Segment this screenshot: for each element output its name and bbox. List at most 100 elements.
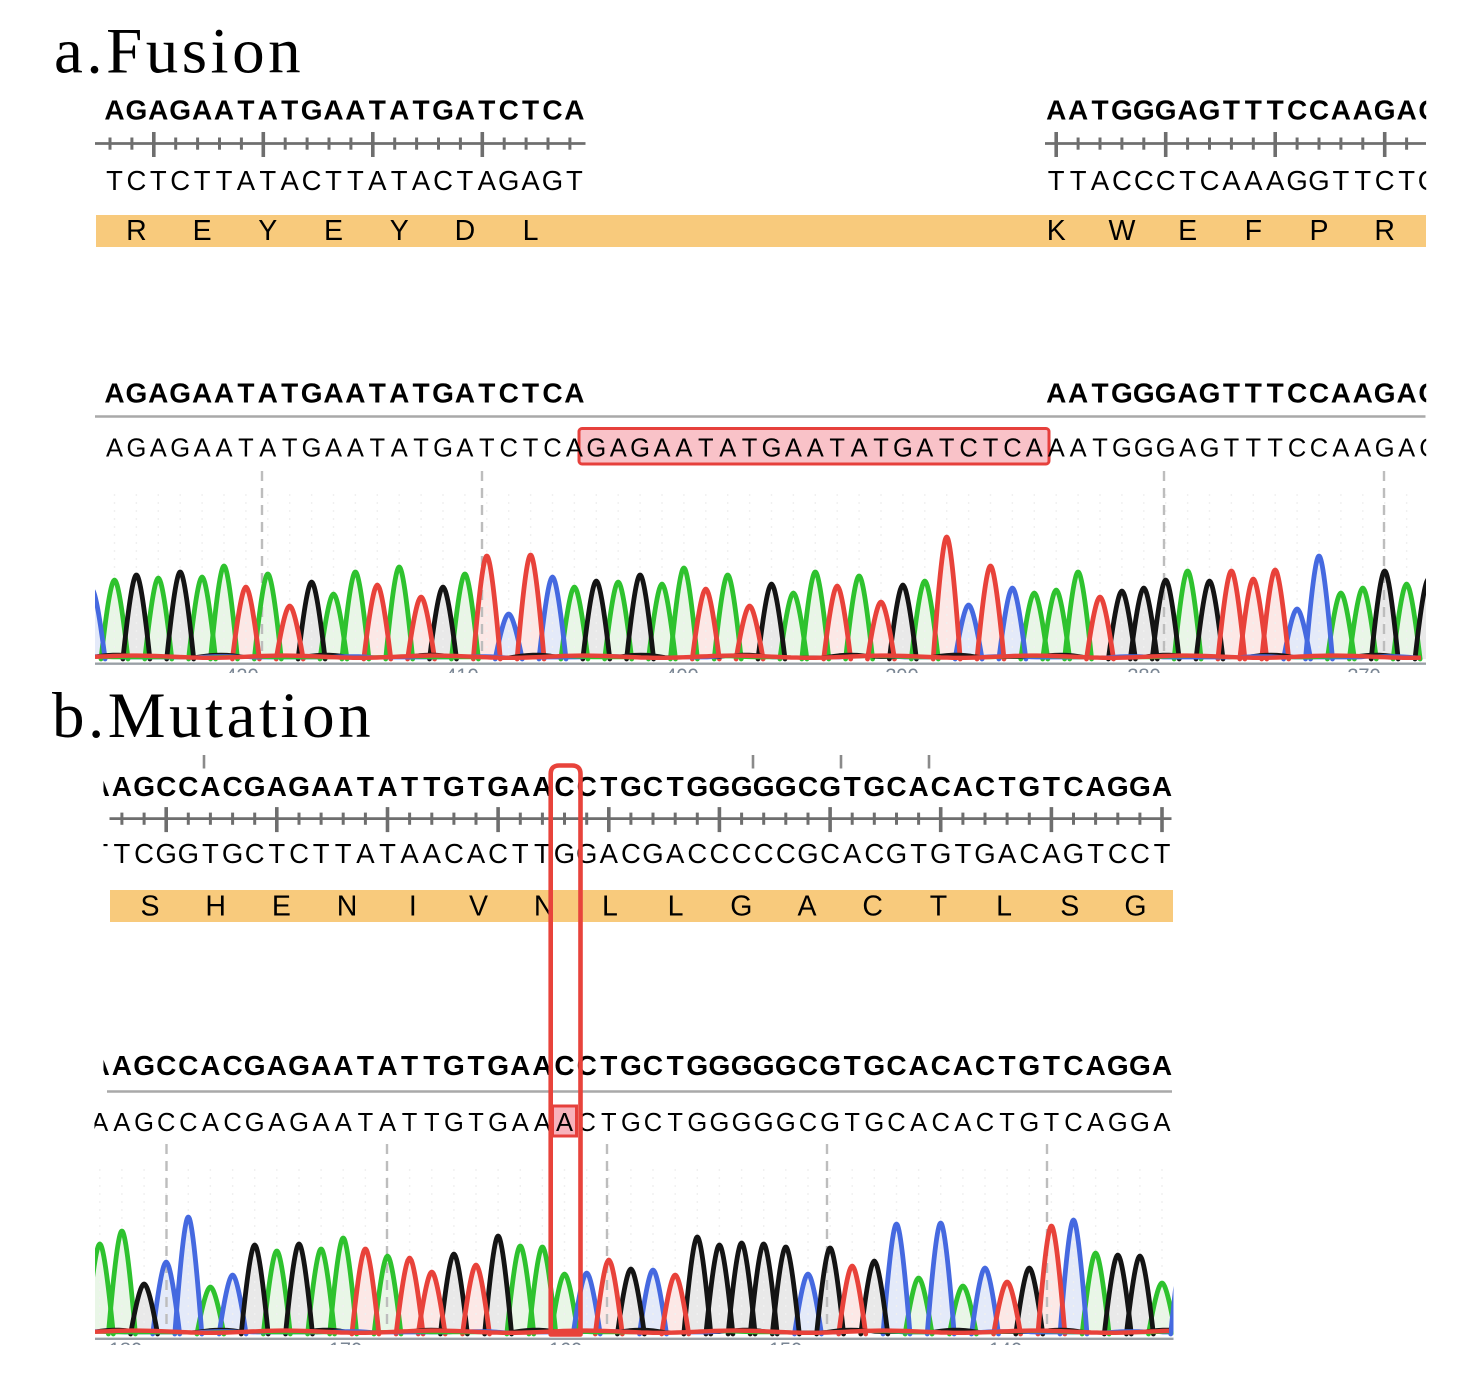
svg-text:T: T: [369, 378, 386, 409]
svg-text:A: A: [311, 771, 331, 802]
svg-text:C: C: [1200, 165, 1220, 196]
svg-text:C: C: [156, 1050, 176, 1081]
svg-text:A: A: [1266, 165, 1285, 196]
svg-text:G: G: [1375, 435, 1395, 463]
svg-text:C: C: [542, 95, 562, 126]
svg-text:T: T: [478, 378, 495, 409]
svg-text:T: T: [202, 838, 219, 869]
svg-text:T: T: [954, 838, 971, 869]
svg-text:I: I: [409, 891, 417, 923]
svg-text:T: T: [1245, 378, 1262, 409]
svg-text:T: T: [106, 165, 123, 196]
svg-text:G: G: [1199, 95, 1221, 126]
svg-text:W: W: [1108, 215, 1135, 247]
svg-text:G: G: [709, 771, 731, 802]
svg-text:A: A: [455, 95, 475, 126]
svg-text:G: G: [775, 1050, 797, 1081]
svg-text:T: T: [1154, 838, 1171, 869]
svg-text:T: T: [281, 95, 298, 126]
svg-text:T: T: [873, 435, 889, 463]
svg-text:G: G: [775, 771, 797, 802]
svg-text:C: C: [1064, 1109, 1082, 1137]
svg-text:G: G: [709, 1050, 731, 1081]
svg-text:G: G: [686, 1050, 708, 1081]
svg-text:A: A: [456, 435, 473, 463]
svg-text:C: C: [1418, 378, 1438, 409]
svg-text:C: C: [499, 435, 517, 463]
svg-text:A: A: [910, 1109, 927, 1137]
svg-text:A: A: [91, 1109, 108, 1137]
svg-text:T: T: [1048, 165, 1065, 196]
svg-text:T: T: [402, 1109, 418, 1137]
svg-text:T: T: [91, 838, 108, 869]
svg-text:A: A: [112, 771, 132, 802]
svg-text:A: A: [258, 95, 278, 126]
svg-text:T: T: [268, 838, 285, 869]
svg-text:G: G: [488, 1109, 508, 1137]
svg-text:G: G: [1155, 378, 1177, 409]
svg-text:A: A: [807, 435, 824, 463]
svg-text:A: A: [194, 435, 211, 463]
svg-text:370: 370: [1347, 666, 1380, 688]
svg-text:G: G: [289, 1109, 309, 1137]
svg-text:C: C: [1003, 435, 1021, 463]
svg-text:C: C: [1309, 95, 1329, 126]
svg-text:a.Fusion: a.Fusion: [54, 16, 304, 88]
svg-text:A: A: [675, 435, 692, 463]
svg-text:G: G: [1018, 771, 1040, 802]
svg-text:C: C: [1375, 165, 1395, 196]
svg-text:A: A: [851, 435, 868, 463]
svg-text:T: T: [456, 165, 473, 196]
svg-text:G: G: [126, 435, 146, 463]
svg-text:T: T: [534, 838, 551, 869]
svg-text:A: A: [148, 95, 168, 126]
svg-text:T: T: [237, 378, 254, 409]
svg-text:T: T: [844, 1050, 861, 1081]
svg-text:G: G: [820, 1109, 840, 1137]
svg-text:150: 150: [769, 1340, 802, 1362]
svg-text:Y: Y: [390, 215, 409, 247]
svg-text:T: T: [930, 891, 947, 923]
svg-text:C: C: [1063, 771, 1083, 802]
svg-text:A: A: [1085, 1050, 1105, 1081]
svg-text:C: C: [862, 891, 883, 923]
svg-text:G: G: [930, 838, 951, 869]
svg-text:T: T: [282, 435, 298, 463]
svg-text:A: A: [90, 771, 110, 802]
svg-text:G: G: [1018, 1050, 1040, 1081]
svg-text:G: G: [709, 1109, 729, 1137]
svg-text:T: T: [335, 838, 352, 869]
svg-text:G: G: [1108, 1109, 1128, 1137]
svg-text:T: T: [1043, 771, 1060, 802]
svg-text:C: C: [864, 838, 884, 869]
svg-text:G: G: [1374, 378, 1396, 409]
svg-text:G: G: [1019, 1109, 1039, 1137]
svg-text:T: T: [401, 1050, 418, 1081]
svg-text:V: V: [469, 891, 488, 923]
svg-text:A: A: [323, 95, 343, 126]
svg-text:G: G: [244, 771, 266, 802]
svg-text:160: 160: [549, 1340, 582, 1362]
svg-text:T: T: [423, 771, 440, 802]
svg-text:C: C: [1287, 378, 1307, 409]
svg-text:C: C: [975, 1050, 995, 1081]
svg-text:G: G: [1112, 435, 1132, 463]
svg-text:S: S: [1060, 891, 1079, 923]
svg-text:S: S: [140, 891, 159, 923]
svg-text:A: A: [908, 1050, 928, 1081]
svg-text:C: C: [643, 771, 663, 802]
svg-text:C: C: [776, 838, 796, 869]
svg-text:T: T: [522, 378, 539, 409]
svg-text:T: T: [601, 1109, 617, 1137]
svg-text:A: A: [600, 838, 619, 869]
svg-text:G: G: [554, 838, 575, 869]
svg-text:C: C: [1310, 435, 1328, 463]
svg-text:A: A: [333, 1050, 353, 1081]
svg-text:A: A: [377, 771, 397, 802]
svg-text:A: A: [112, 1050, 132, 1081]
svg-text:A: A: [843, 838, 862, 869]
svg-text:A: A: [1354, 435, 1371, 463]
svg-text:G: G: [133, 771, 155, 802]
svg-text:G: G: [126, 378, 148, 409]
svg-text:P: P: [1309, 215, 1328, 247]
